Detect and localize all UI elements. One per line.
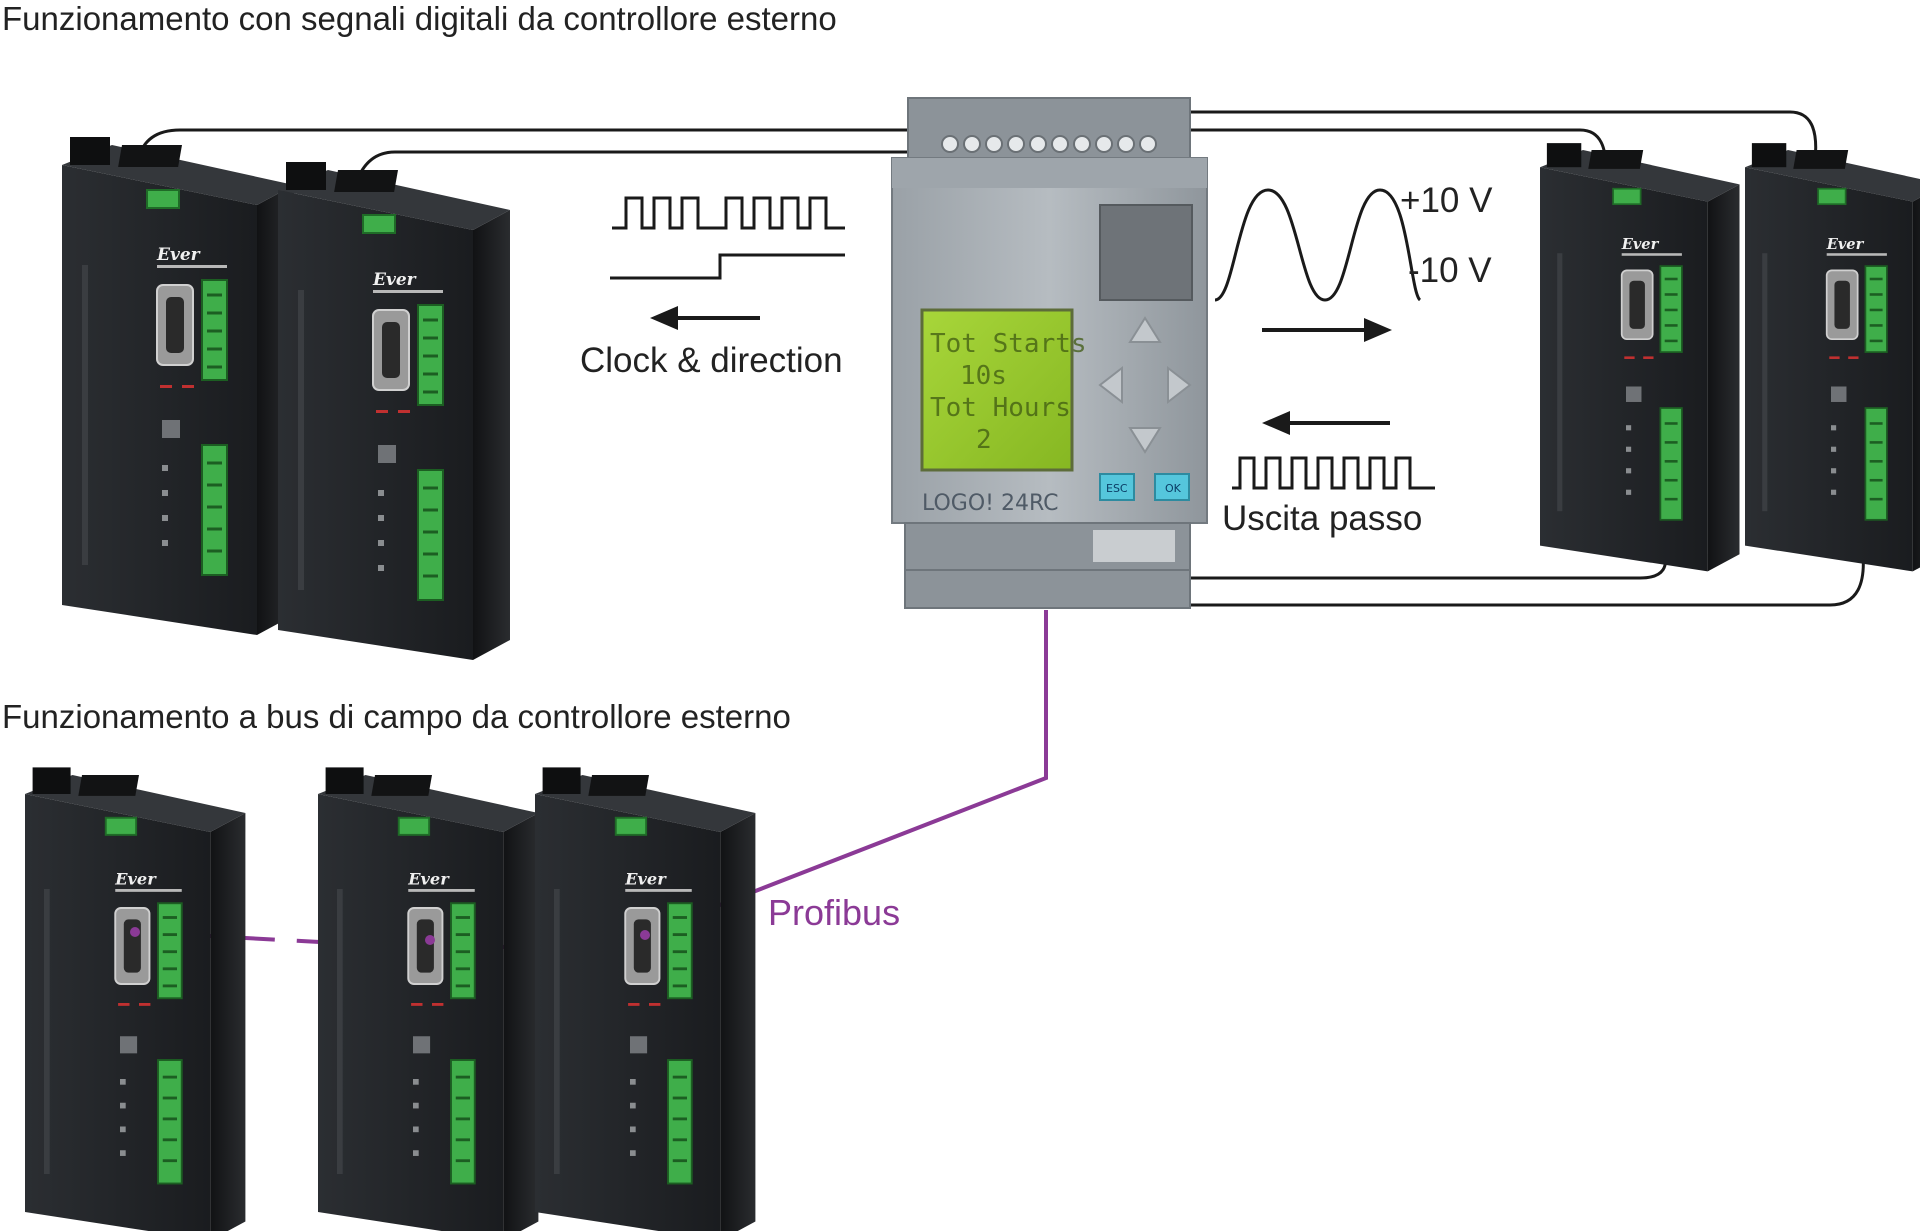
wire-left-inner [350,150,910,201]
left-arrow-icon [650,306,760,330]
servo-drive-top-right-1 [1538,141,1741,573]
analog-sine-waveform [1214,188,1422,302]
profibus-node-3 [640,930,650,940]
clock-direction-label: Clock & direction [580,341,843,380]
plc-logo: LOGO! 24RC [922,491,1059,516]
servo-drive-top-left-2 [276,160,512,662]
direction-signal-waveform [610,253,845,280]
plc-lcd-line-3: Tot Hours [930,393,1071,423]
profibus-node-1 [130,927,140,937]
profibus-node-2 [425,935,435,945]
plc-lcd-screen [920,308,1074,472]
plc-dpad [1098,316,1192,454]
wire-left-outer [136,128,910,161]
dpad-up-icon [1128,316,1162,343]
wire-right-top-outer [1180,110,1818,161]
plc-lcd-line-2: 10s [960,361,1007,391]
servo-drive-bottom-1 [23,765,247,1231]
step-output-label: Uscita passo [1222,499,1422,538]
plc-lcd-line-1: Tot Starts [930,329,1087,359]
fieldbus-title: Funzionamento a bus di campo da controll… [2,698,791,735]
servo-drive-top-right-2 [1743,141,1920,573]
profibus-label: Profibus [768,892,900,933]
servo-drive-top-left-1 [60,135,296,637]
plc-esc-button [1099,473,1135,501]
digital-signals-title: Funzionamento con segnali digitali da co… [2,0,837,37]
plc-controller: Tot Starts 10s Tot Hours 2 ESC OK LOGO! … [891,97,1208,609]
plus-10v-label: +10 V [1400,181,1493,220]
dpad-left-icon [1098,365,1123,405]
profibus-trunk [649,610,1048,934]
clock-signal-waveform [612,196,845,230]
plc-ok-button [1154,473,1190,501]
step-pulse-waveform [1232,456,1435,490]
plc-lcd-line-4: 2 [976,425,992,455]
servo-drive-bottom-2 [316,765,540,1231]
plc-ok-label: OK [1165,482,1182,495]
plc-esc-label: ESC [1106,482,1128,495]
minus-10v-label: -10 V [1408,251,1492,290]
right-arrow-icon [1262,318,1392,342]
servo-drive-bottom-3 [533,765,757,1231]
plc-top-terminals [941,135,1157,153]
dpad-right-icon [1167,365,1192,405]
step-left-arrow-icon [1262,411,1390,435]
wire-right-bottom-outer [1180,544,1865,607]
dpad-down-icon [1128,427,1162,454]
